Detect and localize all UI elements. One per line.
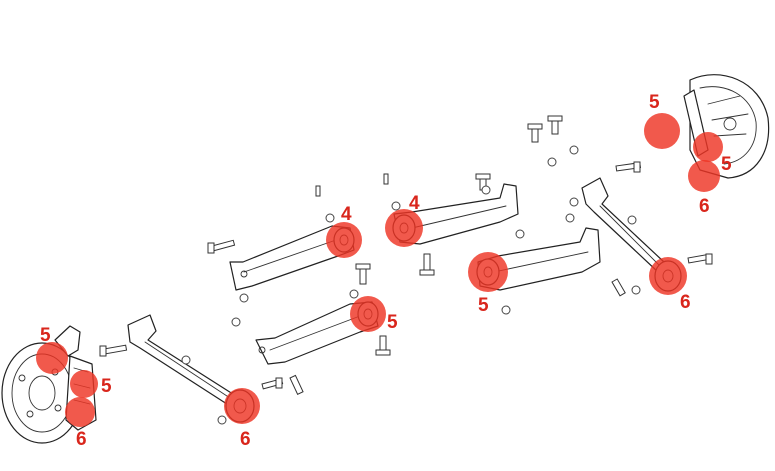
- nut: [515, 229, 525, 239]
- callout-labels: 5 5 6 6 4 5 4 5 6 5 5 6: [40, 92, 732, 450]
- nut: [547, 157, 557, 167]
- callout-right-hub-bottom: 6: [699, 196, 710, 217]
- bolt: [611, 278, 626, 297]
- bolt: [289, 374, 304, 395]
- bushing-highlight: [644, 113, 680, 149]
- bushing-highlight: [693, 132, 723, 162]
- bolt: [687, 253, 713, 265]
- callout-right-rod-end: 6: [680, 292, 691, 313]
- callout-left-hub-mid: 5: [101, 376, 112, 397]
- nuts: [181, 145, 641, 425]
- callout-lower-right-arm: 5: [478, 295, 489, 316]
- bushing-highlights: [36, 113, 723, 427]
- bushing-highlight: [385, 209, 423, 247]
- nut: [239, 293, 249, 303]
- bolt: [355, 263, 371, 285]
- nut: [569, 197, 579, 207]
- callout-left-hub-top: 5: [40, 325, 51, 346]
- nut: [217, 415, 227, 425]
- bushing-highlight: [468, 252, 508, 292]
- callout-left-rod-end: 6: [240, 429, 251, 450]
- callout-left-hub-bottom: 6: [76, 429, 87, 450]
- nut: [627, 215, 637, 225]
- bushing-highlight: [70, 370, 98, 398]
- bolt: [383, 173, 389, 185]
- bolt: [375, 335, 391, 356]
- bushing-highlight: [65, 397, 95, 427]
- nut: [181, 355, 191, 365]
- bolt: [547, 115, 563, 135]
- bolt: [527, 123, 543, 143]
- bolt: [99, 344, 128, 357]
- bushing-highlight: [688, 160, 720, 192]
- nut: [231, 317, 241, 327]
- callout-right-hub-mid: 5: [721, 154, 732, 175]
- bolt: [315, 185, 321, 197]
- nut: [349, 289, 359, 299]
- nut: [325, 213, 335, 223]
- nut: [481, 185, 491, 195]
- nut: [391, 201, 401, 211]
- nut: [569, 145, 579, 155]
- bushing-highlight: [350, 296, 386, 332]
- bushing-highlight: [649, 257, 687, 295]
- nut: [631, 285, 641, 295]
- callout-right-hub-top: 5: [649, 92, 660, 113]
- bolt: [419, 253, 435, 276]
- bushing-highlight: [326, 222, 362, 258]
- bolts: [99, 115, 713, 395]
- bolt: [207, 239, 236, 254]
- bolt: [615, 161, 642, 173]
- callout-lower-left-arm: 5: [387, 312, 398, 333]
- bolt: [261, 377, 284, 390]
- bushing-highlight: [36, 342, 68, 374]
- callout-upper-right-arm: 4: [409, 193, 420, 214]
- callout-upper-left-arm: 4: [341, 204, 352, 225]
- nut: [501, 305, 511, 315]
- nut: [565, 213, 575, 223]
- bushing-highlight: [224, 388, 260, 424]
